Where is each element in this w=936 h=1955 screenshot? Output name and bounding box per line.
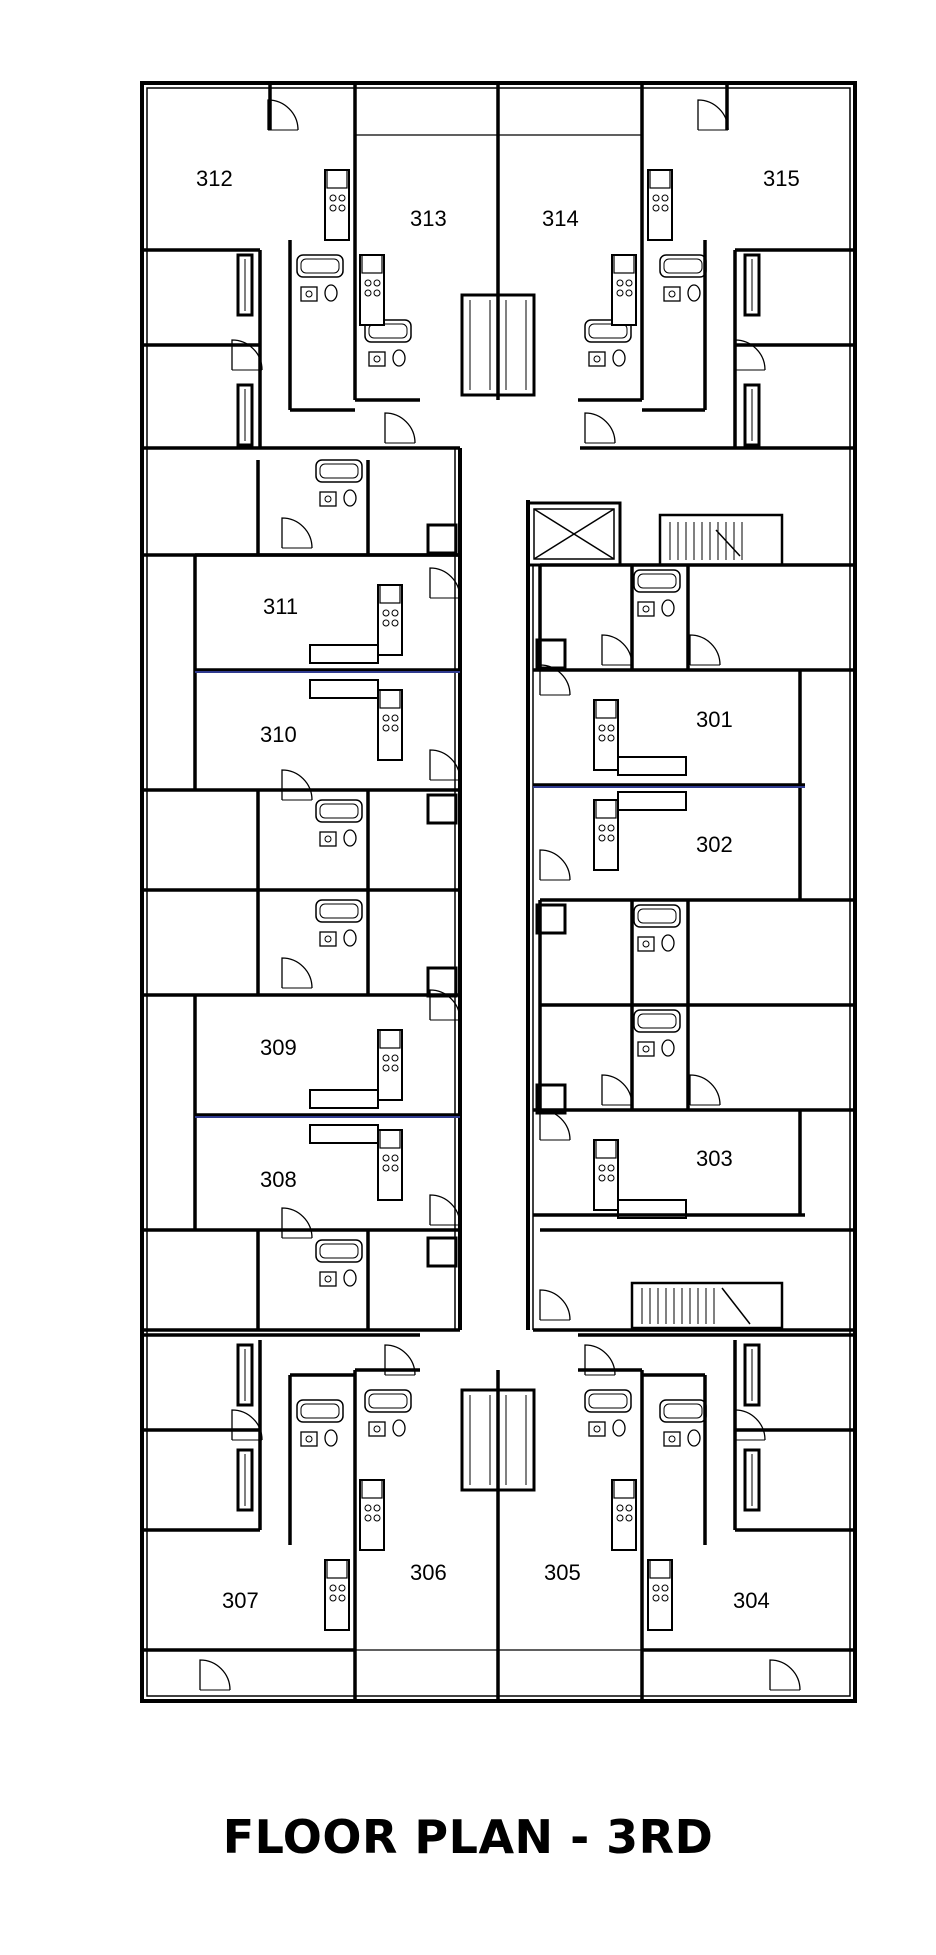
east-closets xyxy=(535,638,567,1115)
unit-label-312: 312 xyxy=(196,166,233,191)
north-stair xyxy=(658,513,784,567)
elevator-core xyxy=(526,501,622,567)
west-counter-runs xyxy=(309,644,379,1144)
west-units-walls xyxy=(142,460,460,1332)
unit-label-305: 305 xyxy=(544,1560,581,1585)
unit-label-301: 301 xyxy=(696,707,733,732)
unit-label-310: 310 xyxy=(260,722,297,747)
unit-label-303: 303 xyxy=(696,1146,733,1171)
unit-label-306: 306 xyxy=(410,1560,447,1585)
unit-label-307: 307 xyxy=(222,1588,259,1613)
west-closets xyxy=(426,523,458,1268)
south-shafts xyxy=(460,1388,536,1492)
west-windows xyxy=(195,671,460,1118)
page-title: FLOOR PLAN - 3RD xyxy=(222,1810,714,1864)
east-counter-runs xyxy=(617,756,687,1219)
unit-label-308: 308 xyxy=(260,1167,297,1192)
unit-label-315: 315 xyxy=(763,166,800,191)
unit-labels: 312 313 314 315 311 310 309 308 301 302 … xyxy=(196,166,800,1613)
unit-label-311: 311 xyxy=(263,594,298,619)
unit-label-302: 302 xyxy=(696,832,733,857)
unit-label-313: 313 xyxy=(410,206,447,231)
corridor-walls xyxy=(454,448,534,1330)
east-units-walls xyxy=(533,563,855,1332)
south-stair xyxy=(630,1281,784,1330)
south-block-walls xyxy=(142,1333,855,1701)
unit-label-314: 314 xyxy=(542,206,579,231)
unit-label-304: 304 xyxy=(733,1588,770,1613)
unit-label-309: 309 xyxy=(260,1035,297,1060)
north-shafts xyxy=(460,293,536,397)
